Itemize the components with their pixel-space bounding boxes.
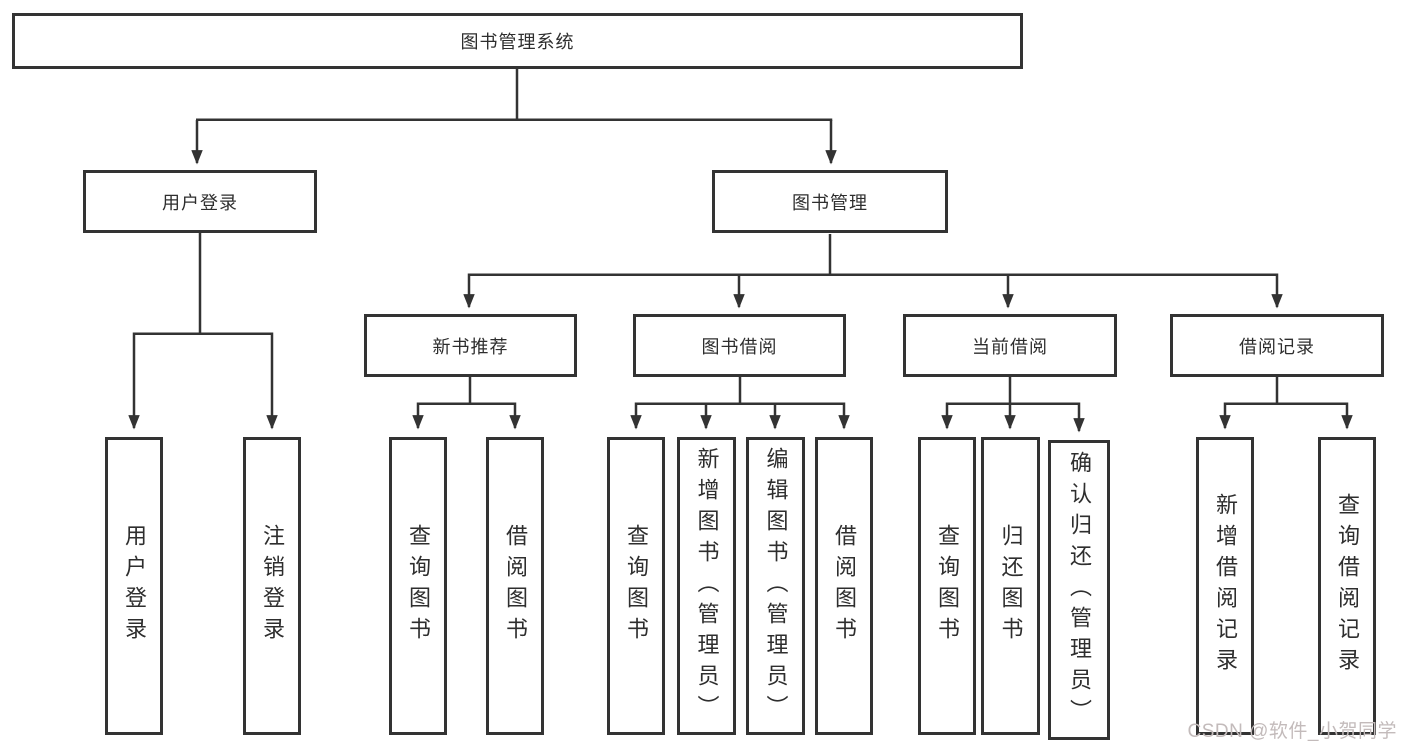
node-leaf-return-books: 归还图书 xyxy=(981,437,1040,735)
node-leaf-borrow-books-1-label: 借阅图书 xyxy=(503,524,528,648)
node-leaf-add-books-admin-label: 新增图书（管理员） xyxy=(694,446,720,726)
node-leaf-borrow-books-2-label: 借阅图书 xyxy=(832,524,857,648)
node-leaf-confirm-return-admin-label: 确认归还（管理员） xyxy=(1067,450,1092,730)
node-leaf-query-books-1: 查询图书 xyxy=(389,437,447,735)
node-book-mgmt-branch-label: 图书管理 xyxy=(792,192,868,213)
node-leaf-edit-books-admin-label: 编辑图书（管理员） xyxy=(763,446,789,726)
node-leaf-query-books-1-label: 查询图书 xyxy=(406,524,431,648)
node-leaf-edit-books-admin: 编辑图书（管理员） xyxy=(746,437,805,735)
node-leaf-add-borrow-record: 新增借阅记录 xyxy=(1196,437,1254,735)
node-leaf-logout-label: 注销登录 xyxy=(260,524,285,648)
node-group-book-borrow: 图书借阅 xyxy=(633,314,846,377)
node-leaf-borrow-books-1: 借阅图书 xyxy=(486,437,544,735)
node-leaf-return-books-label: 归还图书 xyxy=(998,524,1024,648)
node-leaf-add-books-admin: 新增图书（管理员） xyxy=(677,437,736,735)
node-leaf-query-books-2: 查询图书 xyxy=(607,437,665,735)
csdn-watermark: CSDN @软件_小贺同学 xyxy=(1187,721,1397,742)
node-leaf-borrow-books-2: 借阅图书 xyxy=(815,437,873,735)
node-group-borrow-records-label: 借阅记录 xyxy=(1239,336,1315,357)
node-leaf-query-books-2-label: 查询图书 xyxy=(624,524,649,648)
node-leaf-logout: 注销登录 xyxy=(243,437,301,735)
node-group-new-books: 新书推荐 xyxy=(364,314,577,377)
node-group-borrow-records: 借阅记录 xyxy=(1170,314,1384,377)
node-group-new-books-label: 新书推荐 xyxy=(432,336,509,357)
node-leaf-add-borrow-record-label: 新增借阅记录 xyxy=(1213,493,1238,679)
node-leaf-query-borrow-record: 查询借阅记录 xyxy=(1318,437,1376,735)
node-leaf-confirm-return-admin: 确认归还（管理员） xyxy=(1048,440,1110,740)
node-user-login-branch-label: 用户登录 xyxy=(162,192,238,213)
node-leaf-user-login-label: 用户登录 xyxy=(122,524,147,648)
node-group-book-borrow-label: 图书借阅 xyxy=(701,336,778,357)
node-leaf-query-borrow-record-label: 查询借阅记录 xyxy=(1335,493,1360,679)
node-leaf-user-login: 用户登录 xyxy=(105,437,163,735)
node-leaf-query-books-3-label: 查询图书 xyxy=(935,524,960,648)
node-book-mgmt-branch: 图书管理 xyxy=(712,170,948,233)
node-root-label: 图书管理系统 xyxy=(460,32,575,52)
node-group-current-borrow-label: 当前借阅 xyxy=(972,336,1048,357)
node-group-current-borrow: 当前借阅 xyxy=(903,314,1117,377)
node-root: 图书管理系统 xyxy=(12,13,1023,69)
node-user-login-branch: 用户登录 xyxy=(83,170,317,233)
node-leaf-query-books-3: 查询图书 xyxy=(918,437,976,735)
